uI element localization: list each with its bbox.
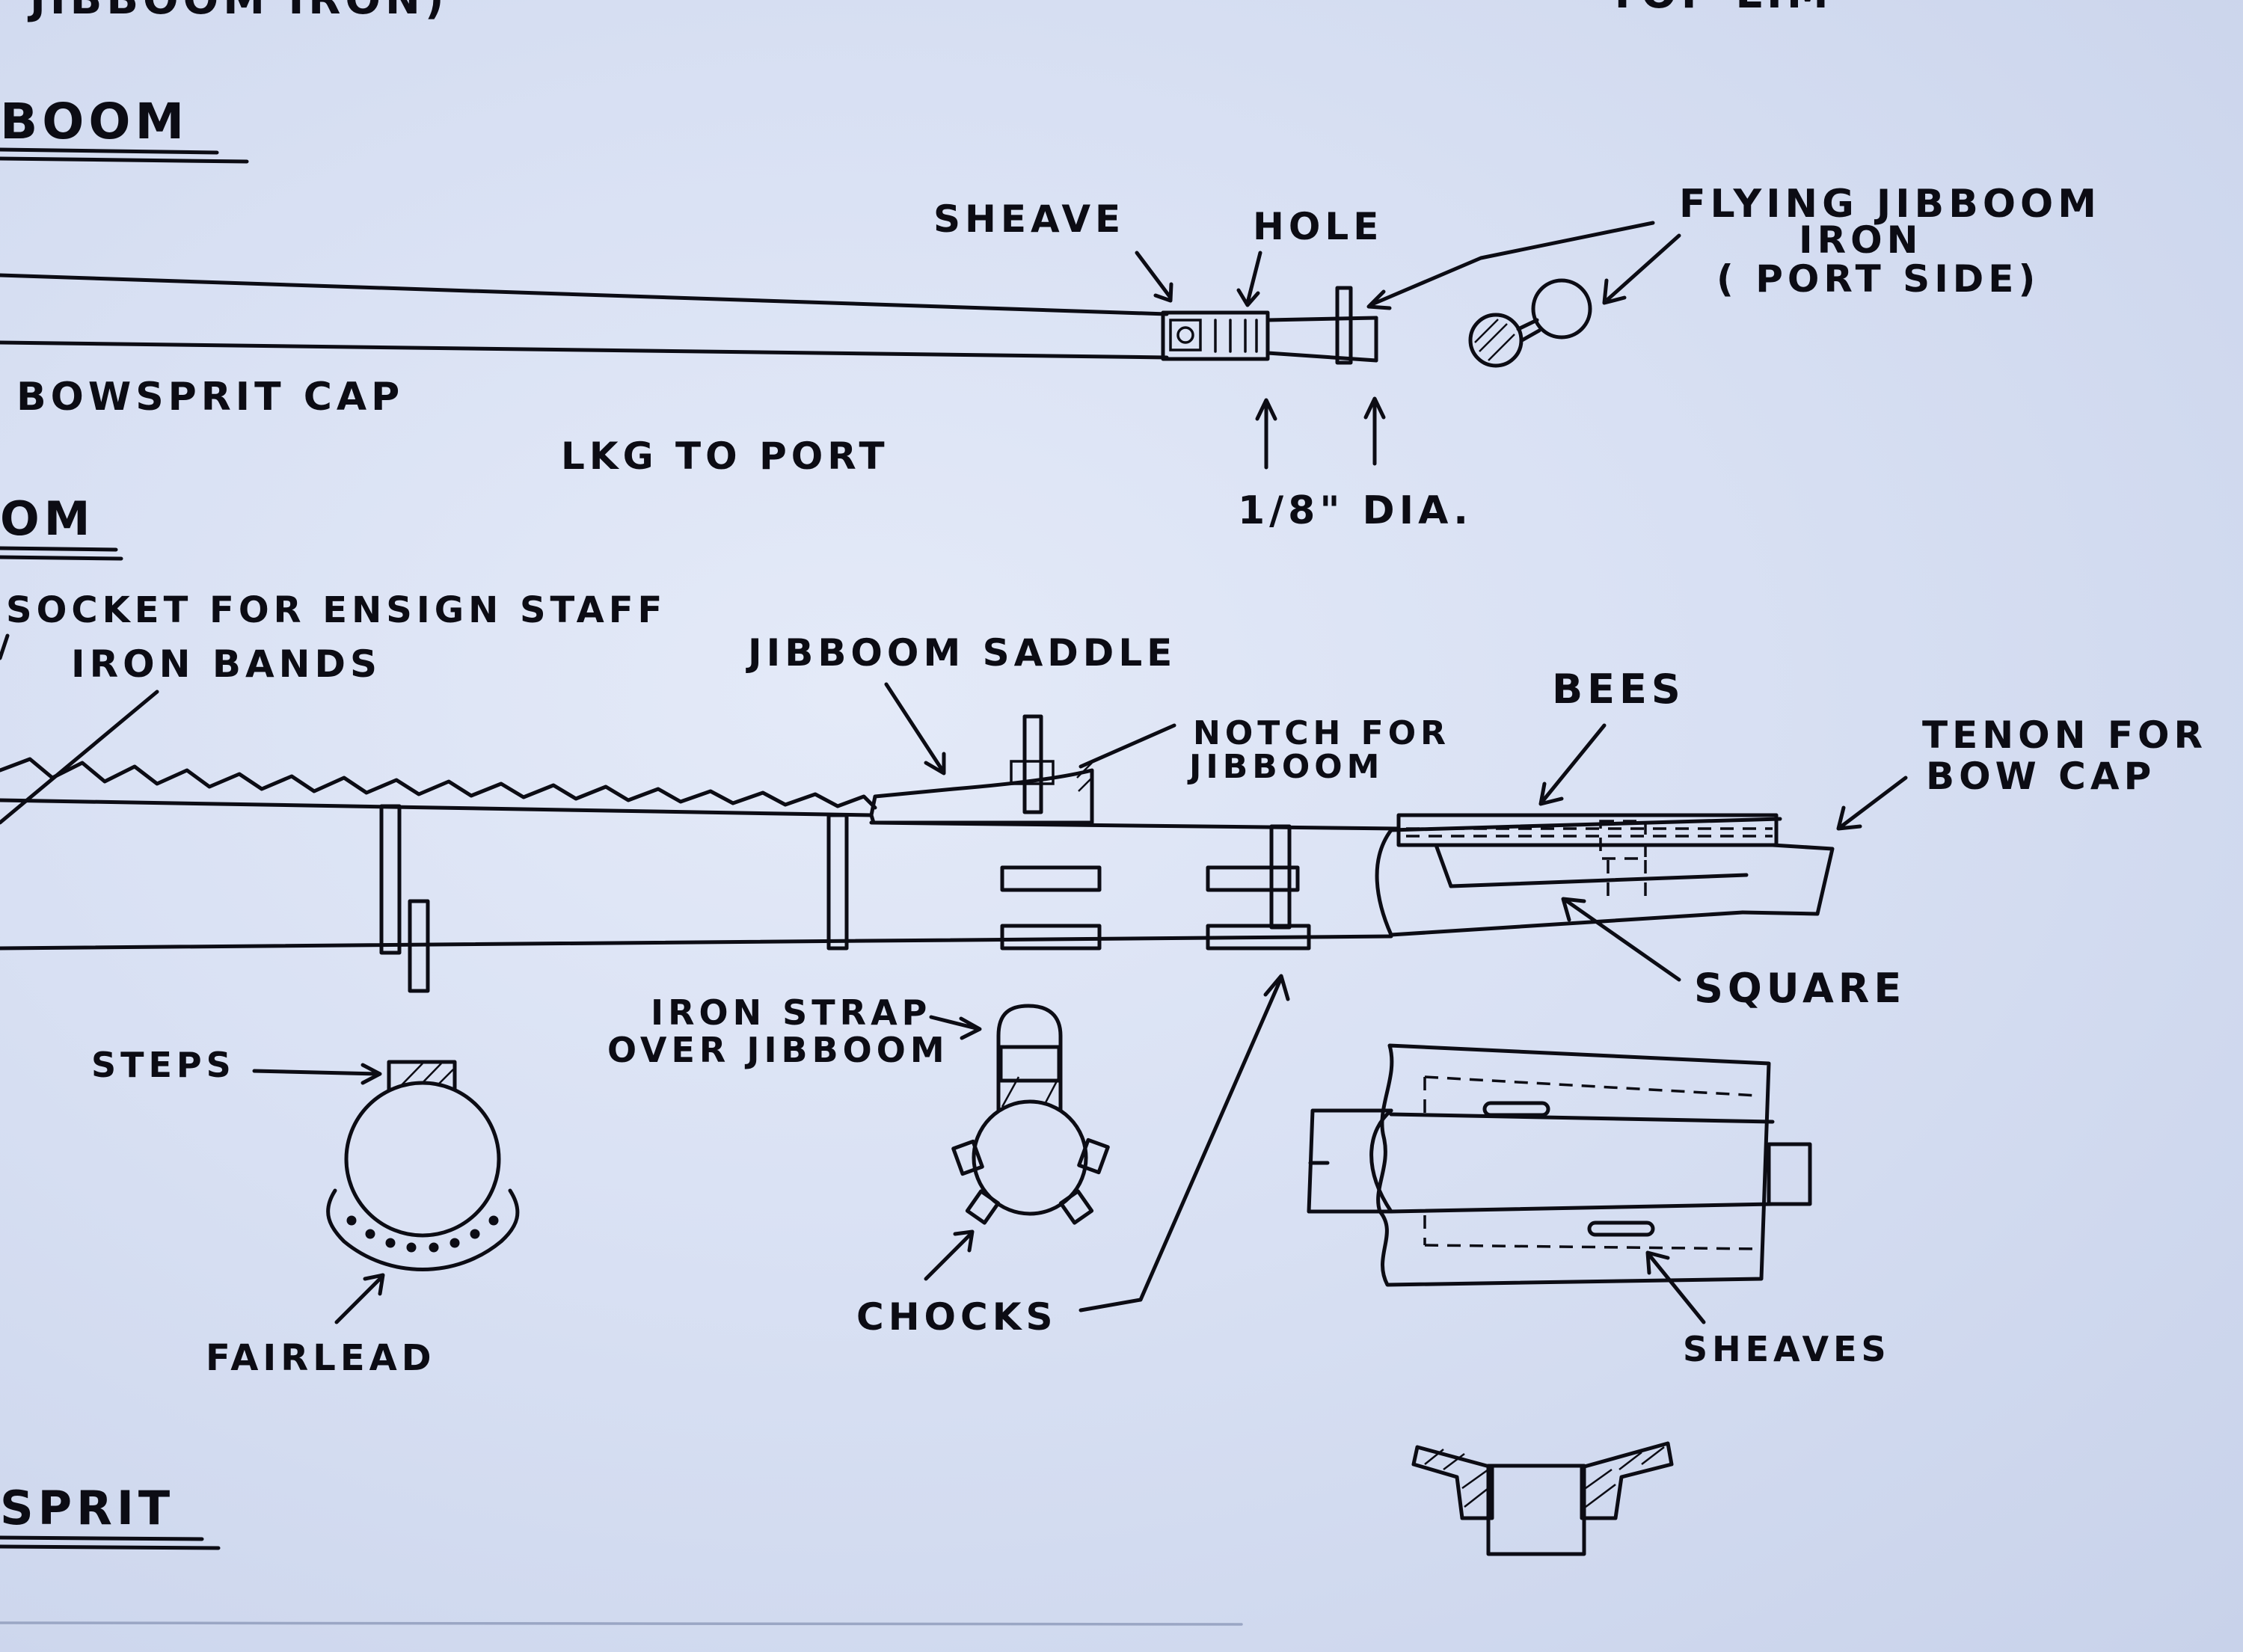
- bowsprit-title-underline-2: [0, 1544, 221, 1550]
- top-right-partial-title: TOP LIM: [1608, 0, 1833, 18]
- flying-jibboom-title: BOOM: [0, 93, 188, 150]
- jibboom-saddle-label: JIBBOOM SADDLE: [746, 631, 1176, 675]
- sheave-arrow: [1135, 251, 1173, 303]
- tenon-label-line1: TENON FOR: [1922, 713, 2207, 757]
- top-partial-title: JIBBOOM IRON): [27, 0, 449, 24]
- bees-label: BEES: [1552, 666, 1685, 713]
- chocks-label: CHOCKS: [856, 1295, 1058, 1339]
- screen-bottom-edge: [0, 1621, 1243, 1626]
- jibboom-title-underline-2: [0, 555, 123, 561]
- dia-arrows: [1255, 396, 1386, 470]
- fairlead-arrow: [334, 1273, 385, 1324]
- bees-plan-view: [1307, 1043, 1812, 1287]
- sheaves-label: SHEAVES: [1683, 1329, 1891, 1369]
- square-label: SQUARE: [1694, 965, 1906, 1012]
- jibboom-title: OM: [0, 491, 94, 546]
- iron-bands-label: IRON BANDS: [71, 642, 381, 686]
- iron-arrow-to-spar: [1366, 221, 1655, 310]
- chocks-arrow-to-section: [924, 1229, 975, 1281]
- iron-strap-arrow: [929, 1015, 982, 1040]
- bowsprit-step-cross-section: [1411, 1441, 1674, 1556]
- flying-jibboom-iron-label-line3: ( PORT SIDE): [1716, 257, 2040, 301]
- flying-jibboom-iron-label-line1: FLYING JIBBOOM: [1679, 182, 2101, 227]
- flying-jibboom-spar: [0, 273, 1378, 365]
- lkg-to-port-label: LKG TO PORT: [561, 435, 889, 478]
- sheaves-arrow: [1645, 1250, 1706, 1324]
- flying-jibboom-iron-label-line2: IRON: [1799, 218, 1922, 262]
- chocks-arrow-to-spar: [1078, 974, 1290, 1312]
- iron-arrow-to-icon: [1602, 233, 1681, 305]
- tenon-label-line2: BOW CAP: [1926, 755, 2155, 798]
- saddle-arrow: [884, 682, 946, 776]
- notch-arrow: [1078, 723, 1176, 769]
- dia-label: 1/8" DIA.: [1238, 488, 1473, 533]
- square-arrow: [1561, 897, 1681, 982]
- bowsprit-title-underline: [0, 1535, 204, 1541]
- flying-jibboom-title-underline: [0, 147, 219, 155]
- bowsprit-title: SPRIT: [0, 1481, 174, 1535]
- sheave-label: SHEAVE: [933, 197, 1125, 241]
- fairlead-label: FAIRLEAD: [206, 1337, 436, 1379]
- socket-label: SOCKET FOR ENSIGN STAFF: [6, 589, 666, 631]
- fairlead-cross-section: [326, 1060, 520, 1271]
- socket-leader: [0, 633, 10, 660]
- flying-jibboom-iron-icon: [1468, 278, 1592, 368]
- notch-label-line2: JIBBOOM: [1187, 748, 1384, 786]
- bees-arrow: [1538, 723, 1607, 806]
- flying-jibboom-title-underline-2: [0, 156, 249, 164]
- steps-label: STEPS: [91, 1045, 236, 1085]
- jibboom-spar: [0, 714, 1835, 993]
- hole-arrow: [1236, 251, 1262, 307]
- iron-strap-label-line2: OVER JIBBOOM: [607, 1030, 949, 1070]
- bowsprit-cap-label: BOWSPRIT CAP: [16, 375, 404, 420]
- tenon-arrow: [1836, 776, 1908, 831]
- hole-label: HOLE: [1253, 205, 1383, 248]
- notch-label-line1: NOTCH FOR: [1193, 714, 1450, 752]
- jibboom-strap-cross-section: [951, 1004, 1110, 1225]
- jibboom-title-underline: [0, 546, 118, 552]
- iron-strap-label-line1: IRON STRAP: [651, 992, 931, 1033]
- steps-arrow: [252, 1063, 382, 1085]
